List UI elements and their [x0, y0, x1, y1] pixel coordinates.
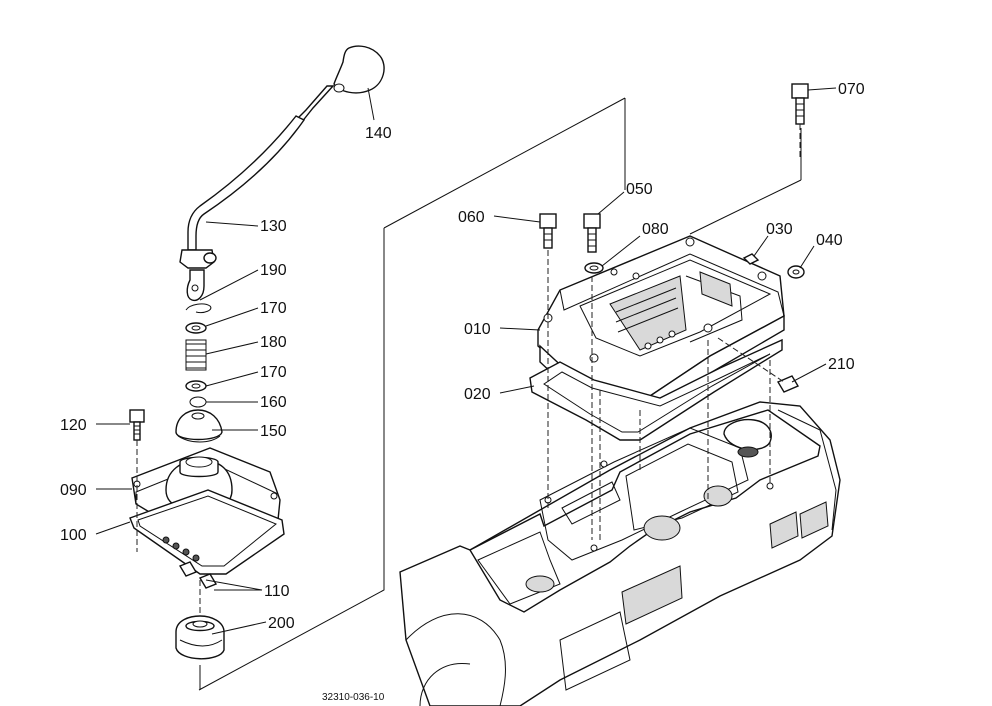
callout-120: 120: [60, 417, 87, 434]
screw-210: [776, 375, 800, 393]
callout-070: 070: [838, 81, 865, 98]
callout-180: 180: [260, 334, 287, 351]
washer-080: [584, 262, 604, 274]
lever-small-parts: [175, 303, 223, 443]
bolt-120: [129, 409, 145, 441]
callout-110: 110: [264, 583, 290, 600]
callout-210: 210: [828, 356, 855, 373]
plug-040: [787, 265, 805, 279]
callout-010: 010: [464, 321, 491, 338]
drawing-code: 32310-036-10: [322, 692, 385, 703]
callout-080: 080: [642, 221, 669, 238]
boot-200: [175, 615, 225, 660]
callout-150: 150: [260, 423, 287, 440]
leader-lines: [95, 87, 837, 635]
shift-lever: [179, 45, 385, 302]
callout-020: 020: [464, 386, 491, 403]
pins-110: [178, 561, 218, 589]
plug-030: [742, 253, 760, 265]
callout-200: 200: [268, 615, 295, 632]
transmission-case: [399, 401, 841, 706]
callout-140: 140: [365, 125, 392, 142]
callout-100: 100: [60, 527, 87, 544]
reference-lines: [198, 97, 802, 691]
bolt-070: [791, 83, 809, 125]
gasket-100: [129, 489, 285, 575]
callout-040: 040: [816, 232, 843, 249]
gasket-020: [529, 338, 783, 441]
callout-030: 030: [766, 221, 793, 238]
bolt-060: [539, 213, 557, 249]
callout-090: 090: [60, 482, 87, 499]
callout-170-upper: 170: [260, 300, 287, 317]
callout-130: 130: [260, 218, 287, 235]
callout-050: 050: [626, 181, 653, 198]
callout-190: 190: [260, 262, 287, 279]
callout-labels: 140 130 190 170 180 170 160 150 120 090 …: [60, 81, 865, 703]
callout-060: 060: [458, 209, 485, 226]
callout-170-lower: 170: [260, 364, 287, 381]
bolt-050: [583, 213, 601, 253]
callout-160: 160: [260, 394, 287, 411]
alignment-lines: [136, 124, 801, 616]
